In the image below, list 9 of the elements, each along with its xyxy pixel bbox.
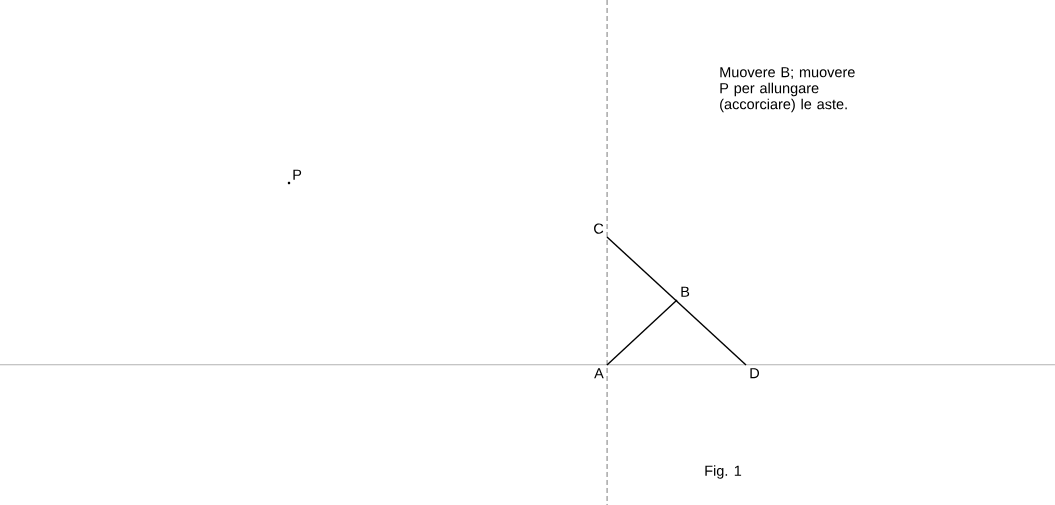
figure-caption: Fig. 1: [705, 465, 742, 479]
segment: [606, 299, 678, 366]
point-label: A: [594, 368, 604, 379]
point-label: P: [287, 169, 302, 185]
point-label: B: [681, 286, 690, 297]
point-label: D: [750, 368, 759, 379]
point-label: C: [594, 223, 604, 234]
instruction-note: Muovere B; muovere P per allungare (accorciare) le aste.: [720, 67, 855, 113]
segment: [606, 236, 747, 366]
